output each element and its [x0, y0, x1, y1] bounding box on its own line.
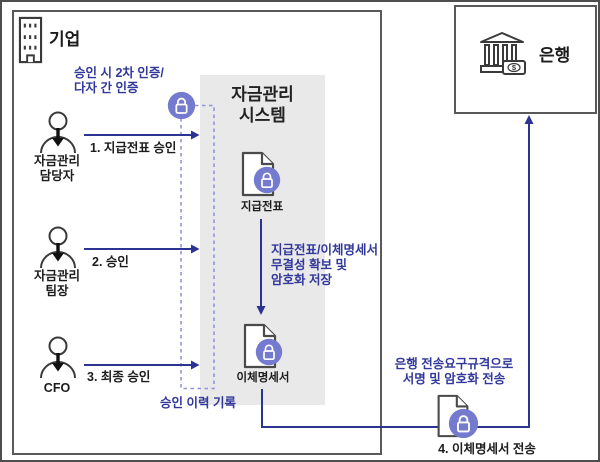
- lock-badge-icon: [167, 91, 196, 120]
- system-title: 자금관리 시스템: [231, 85, 294, 125]
- lock-badge-icon: [255, 338, 283, 366]
- lock-badge-icon: [448, 408, 479, 439]
- person-approver-icon: [38, 336, 78, 380]
- company-label: 기업: [49, 30, 81, 49]
- bank-box: [454, 5, 597, 114]
- actor-name: CFO: [43, 381, 71, 395]
- person-approver-icon: [38, 111, 78, 155]
- auth-note: 승인 시 2차 인증/ 다자 간 인증: [74, 66, 164, 95]
- actor-name: 자금관리 담당자: [33, 154, 80, 183]
- payment-doc-label: 지급전표: [240, 201, 284, 213]
- actor-action: 2. 승인: [92, 255, 129, 269]
- lock-badge-icon: [253, 166, 281, 194]
- building-icon: [18, 16, 43, 64]
- actor-name: 자금관리 팀장: [33, 269, 80, 298]
- arrowhead-to-bank: [524, 115, 534, 124]
- history-note: 승인 이력 기록: [160, 396, 236, 410]
- person-approver-icon: [38, 226, 78, 270]
- transfer-send-label: 4. 이체명세서 전송: [438, 442, 536, 456]
- dollar-bill-icon: $: [502, 60, 526, 75]
- transfer-note: 은행 전송요구규격으로 서명 및 암호화 전송: [394, 357, 514, 386]
- bank-icon: $: [476, 28, 528, 80]
- transfer-doc-label: 이체명세서: [236, 372, 290, 384]
- actor-action: 3. 최종 승인: [87, 370, 151, 384]
- integrity-note: 지급전표/이체명세서 무결성 확보 및 암호화 저장: [271, 243, 378, 287]
- bank-label: 은행: [539, 46, 571, 65]
- actor-action: 1. 지급전표 승인: [90, 141, 177, 155]
- svg-text:$: $: [512, 63, 517, 72]
